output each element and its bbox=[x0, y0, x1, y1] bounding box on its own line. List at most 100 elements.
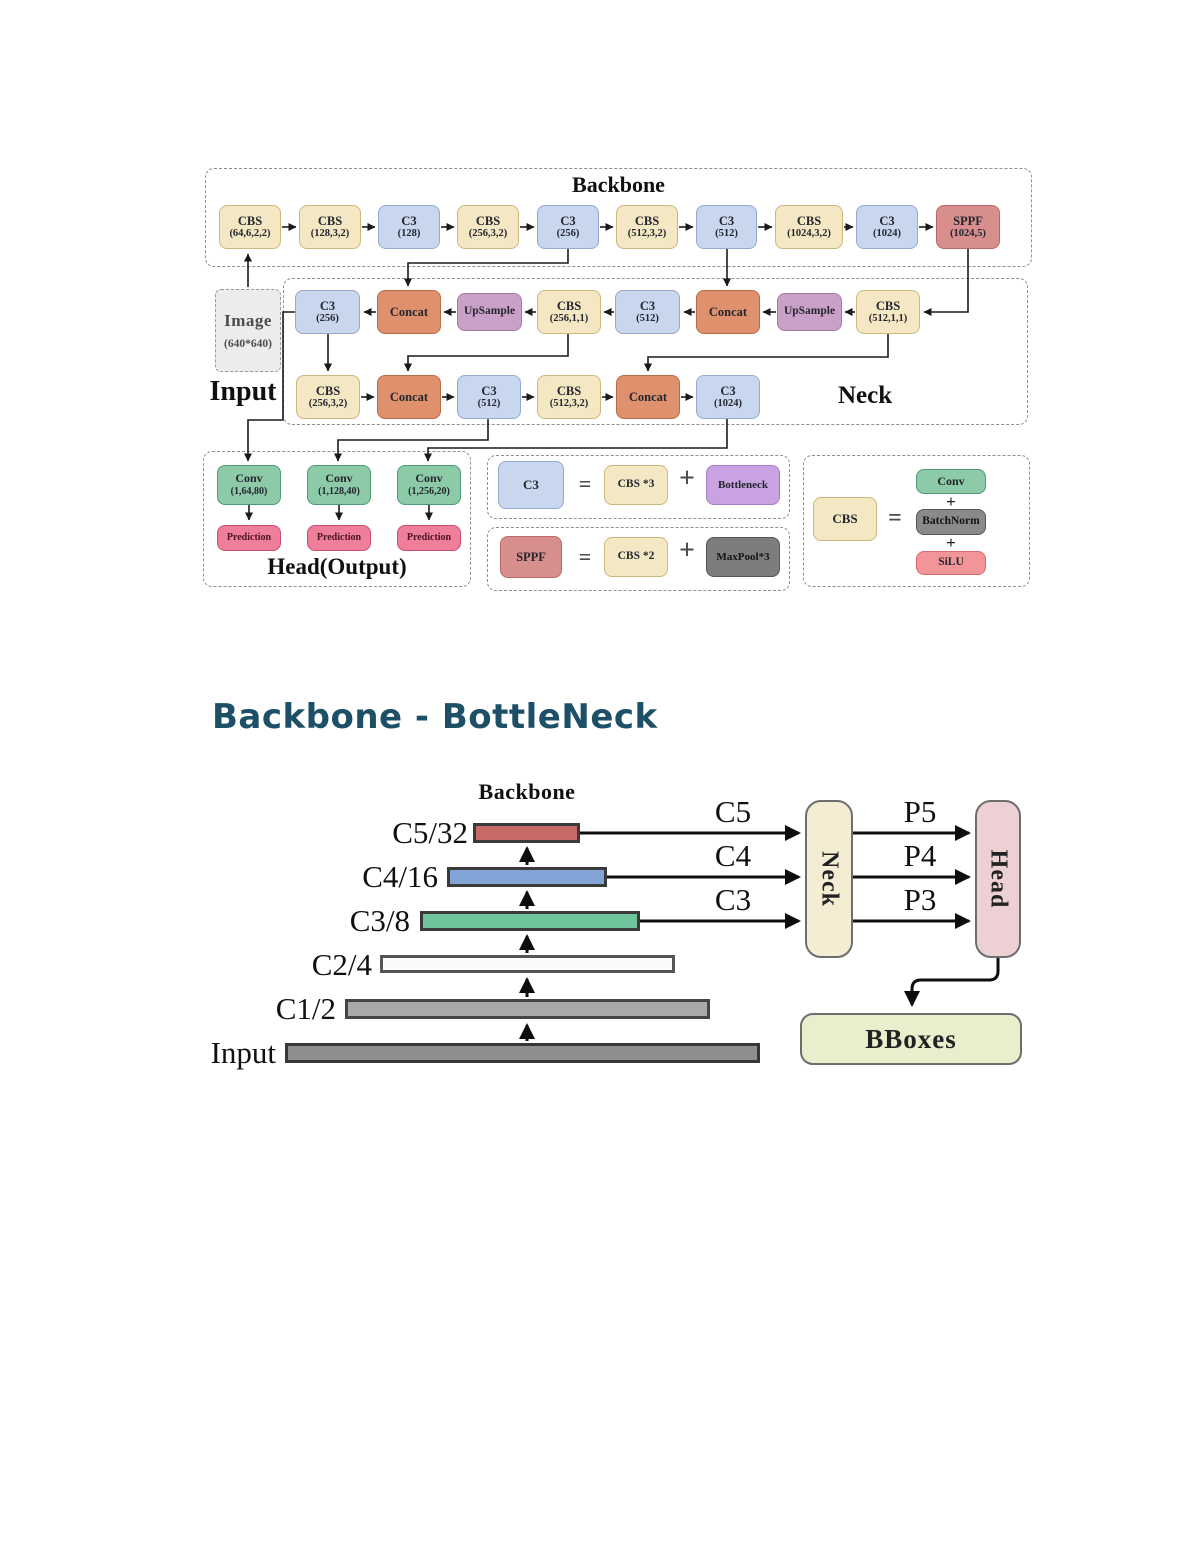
node-name: C3 bbox=[401, 213, 417, 228]
label-c3-8: C3/8 bbox=[349, 903, 410, 938]
neck-node-cbs-256: CBS(256,1,1) bbox=[537, 290, 601, 334]
node-params: (512) bbox=[715, 228, 738, 240]
legend-cbs-box: CBS bbox=[813, 497, 877, 541]
neck-node-c3-512: C3(512) bbox=[615, 290, 680, 334]
backbone-node-cbs-5: CBS(512,3,2) bbox=[616, 205, 678, 249]
neck-node-concat-c: Concat bbox=[377, 375, 441, 419]
node-params: (1024) bbox=[873, 228, 901, 240]
label-c4-16: C4/16 bbox=[362, 859, 438, 894]
label-p4: P4 bbox=[903, 838, 937, 873]
legend-conv-box: Conv bbox=[916, 469, 986, 494]
node-name: Conv bbox=[415, 471, 443, 486]
node-name: CBS bbox=[634, 213, 660, 228]
head-prediction-0: Prediction bbox=[217, 525, 281, 551]
backbone-node-sppf-9: SPPF(1024,5) bbox=[936, 205, 1000, 249]
node-params: (1024,3,2) bbox=[787, 228, 831, 240]
bar-c2 bbox=[380, 955, 675, 973]
node-params: (1,128,40) bbox=[318, 486, 360, 498]
image-input-box: Image (640*640) bbox=[215, 289, 281, 372]
neck-node-c3-512b: C3(512) bbox=[457, 375, 521, 419]
input-title: Input bbox=[209, 376, 277, 407]
label-c5-out: C5 bbox=[714, 794, 752, 829]
node-name: Concat bbox=[628, 389, 668, 404]
label-c5-32: C5/32 bbox=[392, 815, 468, 850]
bboxes-box: BBoxes bbox=[800, 1013, 1022, 1065]
node-params: (256) bbox=[556, 228, 580, 240]
legend-maxpool-box: MaxPool*3 bbox=[706, 537, 780, 577]
label-c2-4: C2/4 bbox=[311, 947, 372, 982]
node-params: (128,3,2) bbox=[310, 228, 350, 240]
node-name: Prediction bbox=[316, 532, 362, 544]
head-conv-1: Conv(1,128,40) bbox=[307, 465, 371, 505]
neck-title: Neck bbox=[838, 382, 893, 409]
node-name: C3 bbox=[720, 383, 736, 398]
legend-silu-box: SiLU bbox=[916, 551, 986, 575]
neck-node-upsample-b: UpSample bbox=[777, 293, 842, 331]
node-name: CBS bbox=[832, 510, 858, 526]
backbone-node-cbs-3: CBS(256,3,2) bbox=[457, 205, 519, 249]
neck-node-cbs-512-3-2: CBS(512,3,2) bbox=[537, 375, 601, 419]
node-params: (1,256,20) bbox=[408, 486, 450, 498]
node-params: (256) bbox=[316, 313, 339, 325]
node-params: (1,64,80) bbox=[230, 486, 268, 498]
label-c4-out: C4 bbox=[714, 838, 752, 873]
node-params: (256,3,2) bbox=[308, 398, 348, 410]
neck-node-concat-b: Concat bbox=[696, 290, 760, 334]
neck-node-cbs-256-3-2: CBS(256,3,2) bbox=[296, 375, 360, 419]
label-p5: P5 bbox=[903, 794, 937, 829]
node-name: C3 bbox=[560, 213, 576, 228]
legend-plus-1: + bbox=[679, 463, 695, 494]
bar-c5 bbox=[473, 823, 580, 843]
node-name: SPPF bbox=[516, 549, 546, 564]
node-name: MaxPool*3 bbox=[716, 550, 770, 563]
legend-sppf-frame bbox=[487, 527, 790, 591]
neck-node-concat-a: Concat bbox=[377, 290, 441, 334]
legend-batchnorm-box: BatchNorm bbox=[916, 509, 986, 535]
node-name: Prediction bbox=[226, 532, 272, 544]
node-name: CBS bbox=[875, 298, 901, 313]
node-name: C3 bbox=[879, 213, 895, 228]
legend-cbs3-box: CBS *3 bbox=[604, 465, 668, 505]
node-name: CBS *2 bbox=[617, 550, 655, 563]
label-p3: P3 bbox=[903, 882, 937, 917]
node-name: Conv bbox=[325, 471, 353, 486]
head-prediction-2: Prediction bbox=[397, 525, 461, 551]
node-params: (128) bbox=[397, 228, 421, 240]
head-pill-label: Head bbox=[985, 849, 1012, 909]
legend-c3-box: C3 bbox=[498, 461, 564, 509]
node-name: Bottleneck bbox=[717, 478, 769, 491]
bar-c1 bbox=[345, 999, 710, 1019]
image-size: (640*640) bbox=[224, 338, 272, 350]
legend-equals-2: = bbox=[578, 544, 592, 569]
legend-equals-3: = bbox=[888, 505, 902, 531]
node-params: (256,1,1) bbox=[549, 313, 589, 325]
node-name: UpSample bbox=[463, 305, 516, 318]
node-name: C3 bbox=[523, 476, 539, 492]
bar-input bbox=[285, 1043, 760, 1063]
node-name: SPPF bbox=[953, 213, 983, 228]
node-name: SiLU bbox=[938, 556, 964, 569]
backbone-node-cbs-0: CBS(64,6,2,2) bbox=[219, 205, 281, 249]
node-params: (512,3,2) bbox=[627, 228, 667, 240]
legend-plus-2: + bbox=[679, 535, 695, 566]
node-params: (512,1,1) bbox=[868, 313, 908, 325]
node-name: C3 bbox=[319, 298, 336, 313]
image-label: Image bbox=[224, 311, 272, 330]
legend-plus-3a: + bbox=[946, 492, 956, 511]
node-name: CBS bbox=[317, 213, 343, 228]
backbone-node-cbs-1: CBS(128,3,2) bbox=[299, 205, 361, 249]
head-title: Head(Output) bbox=[267, 554, 407, 579]
node-name: CBS bbox=[556, 298, 582, 313]
legend-plus-3b: + bbox=[946, 533, 956, 552]
neck-node-c3-256: C3(256) bbox=[295, 290, 360, 334]
node-name: CBS bbox=[475, 213, 501, 228]
bar-c3 bbox=[420, 911, 640, 931]
node-name: Concat bbox=[389, 389, 429, 404]
node-params: (64,6,2,2) bbox=[229, 228, 271, 240]
node-name: CBS bbox=[237, 213, 263, 228]
backbone-node-c3-4: C3(256) bbox=[537, 205, 599, 249]
neck-node-upsample-a: UpSample bbox=[457, 293, 522, 331]
backbone-node-c3-6: C3(512) bbox=[696, 205, 757, 249]
node-name: CBS *3 bbox=[617, 478, 655, 491]
